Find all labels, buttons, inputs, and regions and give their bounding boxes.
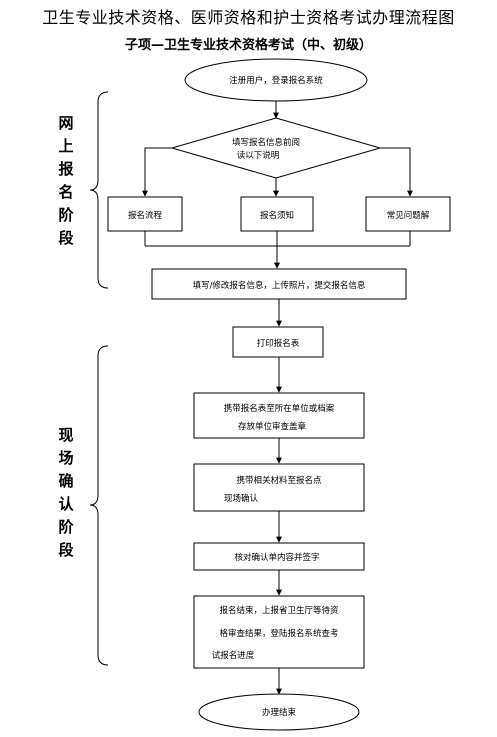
finish-register-box — [193, 595, 365, 669]
stage-label-onsite: 现场确认阶段 — [58, 426, 74, 559]
arrow-decision-faq — [380, 147, 413, 197]
finish-register-label-line-2: 格审查结果，登陆报名系统查考 — [219, 628, 338, 639]
notice-label: 报名须知 — [260, 210, 294, 221]
arrow-decision-process-flow — [142, 147, 172, 197]
start-label: 注册用户，登录报名系统 — [229, 75, 323, 86]
bring-materials-label-line-2: 现场确认 — [224, 493, 259, 504]
fill-info-box — [151, 268, 407, 300]
process-flow-label: 报名流程 — [128, 210, 163, 221]
bring-materials-label-line-1: 携带相关材料至报名点 — [236, 475, 322, 486]
stage-brace-online — [89, 91, 109, 289]
end-label: 办理结束 — [262, 707, 297, 718]
faq-box — [365, 196, 451, 232]
page-subtitle: 子项—卫生专业技术资格考试（中、初级） — [124, 38, 372, 53]
stage-label-online: 网上报名阶段 — [58, 114, 74, 247]
decision-node — [170, 117, 382, 179]
sign-box — [193, 542, 365, 571]
sign-label: 核对确认单内容并签字 — [234, 552, 319, 563]
stamp-label-line-2: 存放单位审查盖章 — [238, 421, 307, 432]
bring-materials-box — [193, 463, 365, 512]
end-node — [198, 693, 360, 731]
print-form-box — [232, 326, 324, 358]
stage-brace-onsite — [89, 345, 109, 666]
decision-label-line-2: 读以下说明 — [237, 150, 280, 161]
finish-register-label-line-3: 试报名进度 — [212, 650, 255, 661]
page-title: 卫生专业技术资格、医师资格和护士资格考试办理流程图 — [42, 8, 455, 27]
print-form-label: 打印报名表 — [257, 338, 300, 349]
fill-info-label: 填写/修改报名信息，上传照片，提交报名信息 — [193, 280, 366, 291]
notice-box — [240, 196, 314, 232]
decision-label-line-1: 填写报名信息前阅 — [232, 137, 300, 148]
stamp-box — [193, 392, 365, 439]
finish-register-label-line-1: 报名结束，上报省卫生厅等待资 — [219, 605, 339, 616]
faq-label: 常见问题解 — [387, 210, 430, 221]
stamp-label-line-1: 携带报名表至所在单位或档案 — [224, 403, 335, 414]
